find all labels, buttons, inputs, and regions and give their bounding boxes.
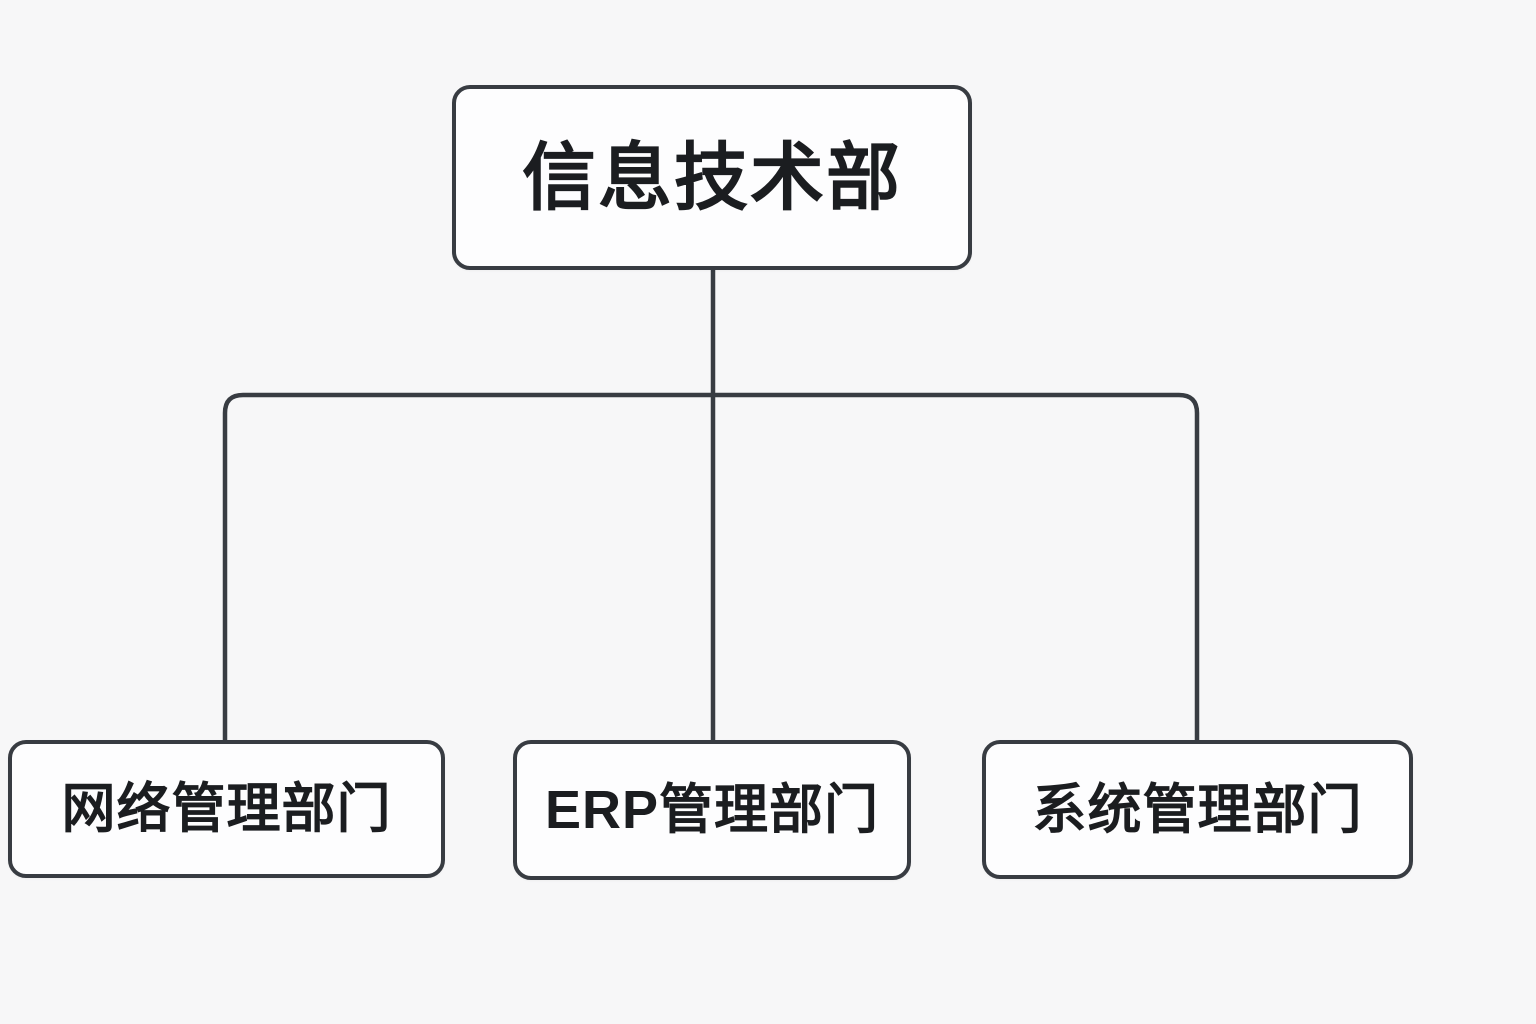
org-node-root[interactable]: 信息技术部 <box>452 85 972 270</box>
org-node-root-label: 信息技术部 <box>522 135 902 219</box>
org-node-erp-management-label: ERP管理部门 <box>544 780 880 840</box>
org-node-network-management-label: 网络管理部门 <box>61 779 392 839</box>
org-node-network-management[interactable]: 网络管理部门 <box>8 740 445 878</box>
org-node-system-management[interactable]: 系统管理部门 <box>982 740 1413 879</box>
connector-rail-left-right <box>222 392 1200 743</box>
org-node-system-management-label: 系统管理部门 <box>1032 779 1363 840</box>
org-node-erp-management[interactable]: ERP管理部门 <box>513 740 911 880</box>
